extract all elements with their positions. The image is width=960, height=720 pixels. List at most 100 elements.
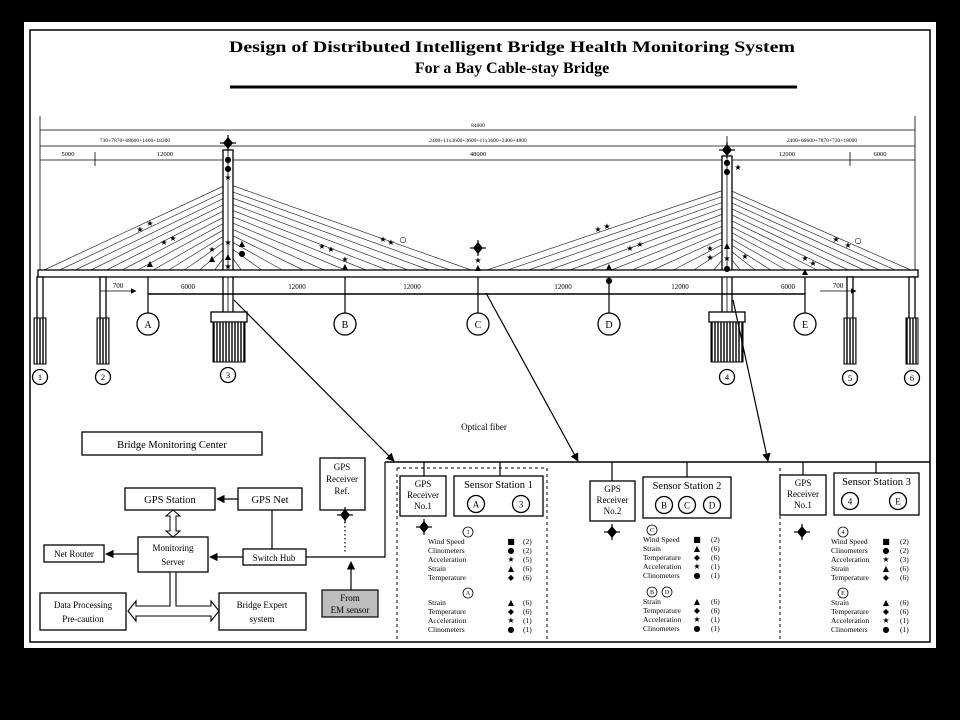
sensor-count: (6) bbox=[523, 564, 532, 573]
gps-net-label: GPS Net bbox=[251, 495, 288, 506]
sensor-name: Temperature bbox=[428, 607, 466, 616]
triangle-icon: ▲ bbox=[883, 598, 890, 607]
sensor-star-icon: ★ bbox=[169, 234, 176, 243]
sensor-name: Strain bbox=[643, 597, 661, 606]
stay-cable bbox=[104, 208, 229, 272]
circle-icon: ● bbox=[508, 546, 515, 555]
station-node-marker bbox=[654, 495, 674, 515]
span-label: 12000 bbox=[288, 283, 306, 291]
net-router-label: Net Router bbox=[54, 549, 94, 559]
sensor-name: Strain bbox=[831, 564, 849, 573]
sensor-count: (1) bbox=[900, 625, 909, 634]
sensor-count: (2) bbox=[711, 535, 720, 544]
sensor-row: Strain▲(6) bbox=[643, 544, 720, 553]
sensor-row: Wind Speed■(2) bbox=[428, 537, 532, 546]
sensor-star-icon: ★ bbox=[318, 242, 325, 251]
diamond-icon: ◆ bbox=[508, 573, 515, 582]
sensor-count: (1) bbox=[711, 615, 720, 624]
sensor-row: Strain▲(6) bbox=[428, 598, 532, 607]
square-icon: ■ bbox=[507, 537, 515, 546]
sensor-count: (1) bbox=[711, 562, 720, 571]
pier-number-3: 3 bbox=[219, 366, 237, 384]
sensor-star-icon: ★ bbox=[208, 245, 215, 254]
triangle-icon: ▲ bbox=[694, 597, 701, 606]
gps-receiver-label: No.1 bbox=[794, 500, 812, 510]
sensor-star-icon: ★ bbox=[379, 235, 386, 244]
stay-cable bbox=[546, 206, 728, 272]
sensor-group-node-label: A bbox=[466, 591, 471, 597]
station-node-label: D bbox=[709, 501, 716, 511]
data-processing-box[interactable] bbox=[39, 592, 127, 631]
em-sensor-box[interactable] bbox=[321, 589, 379, 618]
station-node-label: E bbox=[895, 497, 901, 507]
station-node-label: 3 bbox=[519, 500, 524, 510]
section-marker-a: A bbox=[136, 277, 160, 336]
stay-cable bbox=[227, 202, 411, 272]
section-label: D bbox=[605, 320, 612, 331]
bridge-expert-box[interactable] bbox=[218, 592, 307, 631]
sensor-name: Acceleration bbox=[643, 615, 682, 624]
stay-cable bbox=[608, 224, 728, 272]
sensor-name: Clinometers bbox=[831, 546, 868, 555]
stay-cable bbox=[587, 218, 728, 272]
sensor-triangle-icon: ▲ bbox=[606, 262, 613, 271]
segment-label: 12000 bbox=[157, 151, 173, 158]
circle-icon: ● bbox=[694, 624, 701, 633]
pier-number-5: 5 bbox=[841, 369, 859, 387]
gps-antenna-icon bbox=[337, 507, 353, 523]
sensor-count: (5) bbox=[523, 555, 532, 564]
sensor-group-node-marker bbox=[462, 526, 474, 538]
triangle-icon: ▲ bbox=[883, 564, 890, 573]
gps-receiver-label: No.1 bbox=[414, 501, 432, 511]
sensor-name: Clinometers bbox=[643, 571, 680, 580]
sensor-group-node-label: 3 bbox=[467, 530, 470, 536]
stay-cables bbox=[41, 183, 914, 272]
sensor-name: Temperature bbox=[831, 607, 869, 616]
diamond-icon: ◆ bbox=[508, 607, 515, 616]
sensor-count: (1) bbox=[900, 616, 909, 625]
sensor-count: (6) bbox=[711, 544, 720, 553]
gps-receiver-box[interactable] bbox=[399, 475, 447, 517]
sensor-name: Strain bbox=[428, 564, 446, 573]
sensor-row: Clinometers●(1) bbox=[831, 625, 909, 634]
gps-receiver-label: GPS bbox=[415, 479, 432, 489]
gps-receiver-label: GPS bbox=[795, 478, 812, 488]
sensor-count: (6) bbox=[900, 564, 909, 573]
sensor-name: Temperature bbox=[643, 553, 681, 562]
section-label: B bbox=[342, 320, 349, 331]
diagram-subtitle: For a Bay Cable-stay Bridge bbox=[415, 60, 609, 77]
stay-cable bbox=[525, 200, 728, 272]
sensor-triangle-icon: ▲ bbox=[239, 239, 246, 248]
monitoring-server-box[interactable] bbox=[137, 536, 209, 573]
stay-cable bbox=[629, 230, 728, 272]
sensor-name: Temperature bbox=[831, 573, 869, 582]
pier-number-label: 1 bbox=[38, 372, 42, 382]
section-marker-c: C bbox=[466, 277, 490, 336]
pier-1 bbox=[33, 276, 47, 365]
gps-receiver-box[interactable] bbox=[779, 474, 827, 516]
span-label: 6000 bbox=[181, 283, 196, 291]
gps-receiver-label: GPS bbox=[604, 484, 621, 494]
gps-receiver-label: Receiver bbox=[597, 495, 629, 505]
gps-receiver-label: No.2 bbox=[604, 506, 622, 516]
stay-cable bbox=[151, 226, 229, 272]
sensor-count: (6) bbox=[523, 573, 532, 582]
sensor-star-icon: ★ bbox=[474, 256, 481, 265]
sensor-station-title: Sensor Station 3 bbox=[842, 477, 911, 488]
net-router-box[interactable] bbox=[43, 544, 105, 563]
gps-receiver-box[interactable] bbox=[589, 480, 636, 522]
triangle-icon: ▲ bbox=[508, 598, 515, 607]
sensor-star-icon: ★ bbox=[636, 240, 643, 249]
sensor-group-node-label: C bbox=[650, 528, 654, 534]
diamond-icon: ◆ bbox=[883, 607, 890, 616]
gps-reference-label: GPS bbox=[334, 462, 351, 472]
sensor-name: Wind Speed bbox=[643, 535, 680, 544]
stay-cable bbox=[726, 241, 773, 272]
gps-reference-box[interactable] bbox=[319, 457, 366, 511]
gps-station-box[interactable] bbox=[124, 487, 216, 511]
sensor-row: Clinometers●(2) bbox=[831, 546, 909, 555]
station-node-marker bbox=[677, 495, 697, 515]
